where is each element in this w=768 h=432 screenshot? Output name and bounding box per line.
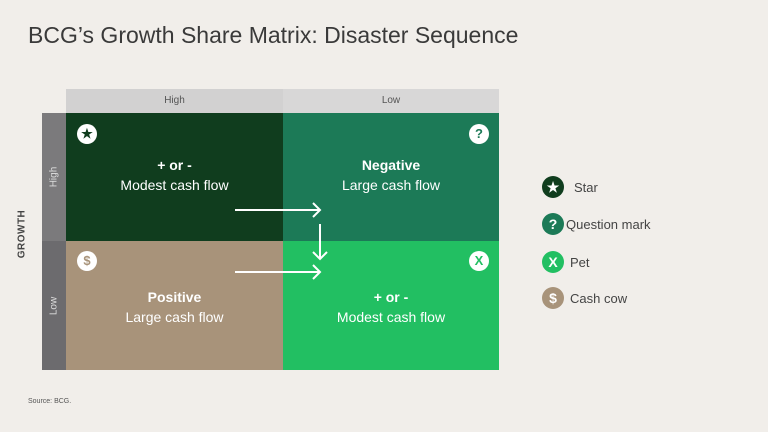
legend-label: Pet bbox=[570, 254, 590, 270]
legend-item-star: ★ Star bbox=[542, 176, 598, 198]
legend-label: Star bbox=[574, 179, 598, 195]
source-note: Source: BCG. bbox=[28, 398, 72, 405]
x-icon: X bbox=[469, 251, 489, 271]
cell-pet-cash: + or - bbox=[373, 289, 409, 305]
cell-star-desc: Modest cash flow bbox=[120, 177, 229, 193]
page-title: BCG’s Growth Share Matrix: Disaster Sequ… bbox=[28, 22, 519, 48]
legend-item-question-mark: ?Question mark bbox=[542, 213, 651, 235]
cell-star-cash: + or - bbox=[157, 157, 192, 173]
arrow-star-to-question bbox=[235, 202, 322, 218]
cell-cash-cow: $ Positive Large cash flow bbox=[66, 241, 283, 370]
legend-label: Cash cow bbox=[570, 290, 628, 306]
cell-question-desc: Large cash flow bbox=[341, 177, 441, 193]
dollar-icon: $ bbox=[77, 251, 97, 271]
legend-item-pet: X Pet bbox=[542, 251, 590, 273]
cell-question-mark: ? Negative Large cash flow bbox=[283, 113, 499, 241]
arrow-question-to-pet bbox=[312, 224, 328, 261]
row-header-high: High bbox=[42, 113, 66, 241]
column-header-low: Low bbox=[283, 89, 499, 113]
dollar-icon: $ bbox=[542, 287, 564, 309]
legend-item-cash-cow: $ Cash cow bbox=[542, 287, 627, 309]
row-header-low: Low bbox=[42, 241, 66, 370]
cell-star: ★ + or - Modest cash flow bbox=[66, 113, 283, 241]
legend-label: Question mark bbox=[566, 216, 651, 232]
question-mark-icon: ? bbox=[469, 124, 489, 144]
star-icon: ★ bbox=[542, 176, 564, 198]
x-icon: X bbox=[542, 251, 564, 273]
cell-pet-desc: Modest cash flow bbox=[336, 309, 446, 325]
arrow-cow-to-pet bbox=[235, 264, 322, 280]
question-mark-icon: ? bbox=[542, 213, 564, 235]
cell-cow-cash: Positive bbox=[147, 289, 202, 305]
star-icon: ★ bbox=[77, 124, 97, 144]
column-header-high: High bbox=[66, 89, 283, 113]
cell-cow-desc: Large cash flow bbox=[125, 309, 224, 325]
cell-pet: X + or - Modest cash flow bbox=[283, 241, 499, 370]
cell-question-cash: Negative bbox=[361, 157, 421, 173]
